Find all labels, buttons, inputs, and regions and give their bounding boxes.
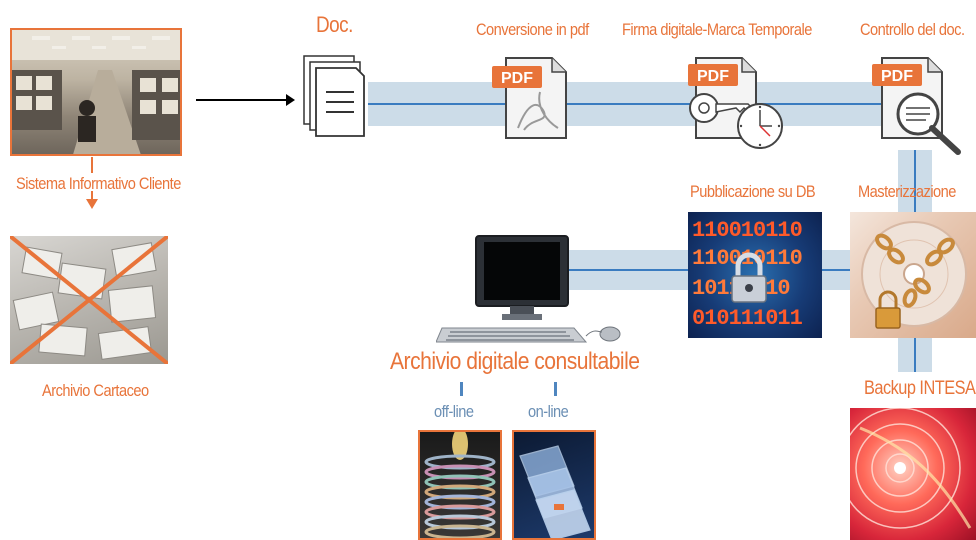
disc-stack-icon	[424, 432, 496, 538]
arrow-to-archive	[82, 157, 102, 209]
svg-text:PDF: PDF	[501, 70, 533, 87]
right-vertical-line	[914, 150, 916, 215]
masterizzazione-label: Masterizzazione	[858, 182, 956, 201]
pdf-conversion-icon: PDF	[488, 52, 574, 144]
arrow-to-doc	[196, 90, 296, 110]
online-tick	[554, 382, 557, 396]
offline-tick	[460, 382, 463, 396]
paper-stacks-icon	[10, 236, 168, 364]
locked-disc-icon	[861, 221, 967, 329]
archivio-digitale-label: Archivio digitale consultabile	[390, 348, 640, 375]
offline-label: off-line	[434, 402, 474, 421]
offline-discs-photo	[418, 430, 502, 540]
sistema-label: Sistema Informativo Cliente	[16, 174, 181, 193]
padlock-icon	[731, 252, 767, 303]
client-office-photo	[10, 28, 182, 156]
backup-disc-photo	[850, 408, 976, 540]
binary-row-1: 110010110	[692, 218, 803, 243]
doc-label: Doc.	[316, 12, 353, 37]
controllo-label: Controllo del doc.	[860, 20, 965, 39]
disc-burning-photo	[850, 212, 976, 338]
archivio-cartaceo-label: Archivio Cartaceo	[42, 381, 149, 400]
firma-label: Firma digitale-Marca Temporale	[622, 20, 812, 39]
office-scene-icon	[12, 30, 180, 154]
online-folders-photo	[512, 430, 596, 540]
document-icon	[300, 52, 368, 140]
binary-row-4: 010111011	[692, 306, 803, 331]
pubblicazione-label: Pubblicazione su DB	[690, 182, 816, 201]
top-flow-line	[368, 103, 908, 105]
right-vertical-line-lower	[914, 336, 916, 372]
backup-label: Backup INTESA	[864, 378, 976, 399]
binary-row-2: 110010110	[692, 246, 803, 271]
database-publish-photo: 110010110 110010110 10111010 010111011	[688, 212, 822, 338]
paper-archive-photo	[10, 236, 168, 364]
spinning-disc-icon	[850, 408, 972, 529]
document-check-icon: PDF	[866, 52, 970, 156]
folder-stack-icon	[519, 445, 591, 538]
svg-text:PDF: PDF	[697, 68, 729, 85]
online-label: on-line	[528, 402, 569, 421]
conversione-label: Conversione in pdf	[476, 20, 589, 39]
signature-timestamp-icon: PDF	[680, 52, 790, 152]
computer-workstation-icon	[435, 232, 626, 352]
svg-text:PDF: PDF	[881, 68, 913, 85]
